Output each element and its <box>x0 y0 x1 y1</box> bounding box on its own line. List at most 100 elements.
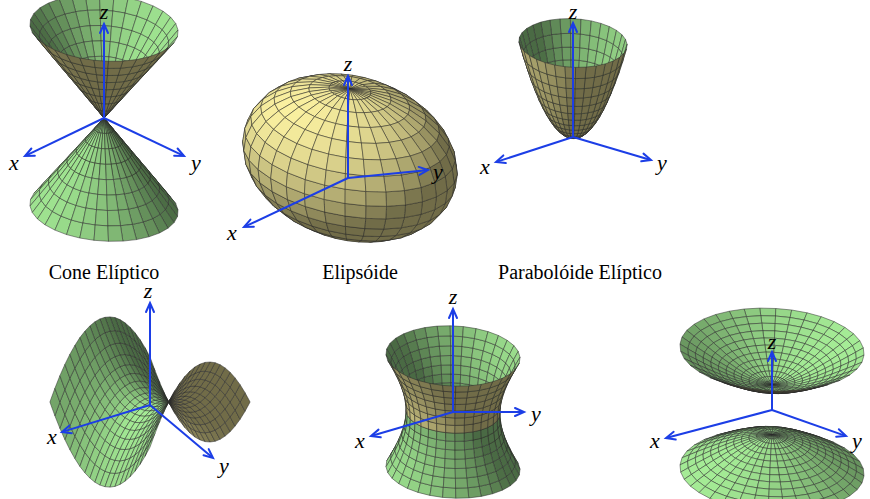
axis-arrowhead <box>204 449 213 458</box>
surface-patch <box>401 172 421 191</box>
surface-patch <box>582 97 591 106</box>
surface-patch <box>583 88 593 98</box>
axis-arrowhead <box>146 303 154 312</box>
surface-patch <box>537 59 548 74</box>
axis-line <box>103 26 105 118</box>
surface-patch <box>106 164 114 180</box>
surface-patch <box>106 82 116 89</box>
surface-patch <box>80 223 95 240</box>
surface-patch <box>366 192 387 207</box>
axis-line <box>64 405 150 431</box>
surface-patch <box>101 41 110 57</box>
surface-patch <box>350 89 364 100</box>
axis-arrowhead <box>62 426 72 434</box>
surface-patch <box>575 114 582 121</box>
axis-line <box>572 25 574 137</box>
surface-patch <box>86 193 98 210</box>
surface-patch <box>89 178 99 194</box>
surface-patch <box>98 179 107 195</box>
surface-patch <box>574 126 579 131</box>
surface-patch <box>384 175 405 192</box>
surface-patch <box>108 226 123 242</box>
surface-patch <box>185 367 195 380</box>
surface-patch <box>104 104 111 118</box>
surface-patch <box>105 149 111 165</box>
surface-patch <box>432 374 441 384</box>
surface-patch <box>99 164 106 180</box>
surface-patch <box>106 180 116 196</box>
surface-patch <box>365 218 386 229</box>
surface-patch <box>135 451 145 472</box>
surface-patch <box>104 118 106 133</box>
surface-patch <box>329 85 350 89</box>
surface-patch <box>574 130 579 134</box>
surface-patch <box>365 176 386 192</box>
axis-line <box>149 305 151 405</box>
surface-patch <box>579 48 588 62</box>
surface-patch <box>574 134 578 137</box>
surface-patch <box>581 105 589 113</box>
surface-patch <box>585 66 596 78</box>
axis-arrowhead <box>25 148 35 156</box>
surface-patch <box>363 159 383 176</box>
surface-patch <box>37 39 52 54</box>
surface-patch <box>105 104 109 111</box>
surface-patch <box>99 89 106 97</box>
surface-patch <box>584 77 594 88</box>
surface-patch <box>83 208 97 225</box>
surface-patch <box>575 67 586 79</box>
surface-patch <box>130 457 140 476</box>
axis-line <box>348 170 426 178</box>
surface-patch <box>562 47 571 60</box>
surface-patch <box>557 87 566 98</box>
surface-patch <box>556 76 566 88</box>
surface-patch <box>565 67 576 79</box>
axis-line <box>498 137 573 161</box>
surface-patch <box>97 75 108 83</box>
surface-patch <box>575 89 584 99</box>
surface-patch <box>366 206 387 219</box>
axis-arrowhead <box>496 155 506 163</box>
surface-patch <box>326 154 346 174</box>
surface-patch <box>560 105 568 114</box>
surface-patch <box>95 68 108 76</box>
surface-patch <box>107 195 118 211</box>
axis-arrowhead <box>244 220 254 227</box>
surface-patch <box>107 68 120 75</box>
axis-line <box>347 78 349 178</box>
surface-patch <box>180 371 190 386</box>
surface-patch <box>580 34 590 49</box>
axis-arrowhead <box>344 76 352 85</box>
surface-patch <box>107 210 120 226</box>
surface-patch <box>94 60 109 68</box>
axis-arrowhead <box>641 154 651 162</box>
surface-patch <box>345 189 366 206</box>
surface-patch <box>121 224 137 241</box>
surface-patch <box>353 100 364 113</box>
surface-patch <box>330 84 350 89</box>
axis-line <box>104 118 182 155</box>
surface-patch <box>580 19 591 35</box>
surface-patch <box>97 194 108 210</box>
surface-patch <box>363 229 383 237</box>
surface-patch <box>575 106 583 114</box>
axis-arrowhead <box>100 24 108 33</box>
axis-arrowhead <box>174 149 184 156</box>
surface-patch <box>386 191 406 207</box>
axis-line <box>246 178 348 226</box>
surface-patch <box>345 204 366 219</box>
surface-patch <box>98 82 107 90</box>
surface-patch <box>308 149 329 170</box>
surface-patch <box>140 443 150 465</box>
surface-patch <box>145 433 155 456</box>
surface-patch <box>350 89 367 99</box>
surface-patch <box>442 374 452 383</box>
surface-patch <box>575 78 585 89</box>
axis-line <box>150 405 211 457</box>
surface-patch <box>561 33 571 47</box>
axis-arrowhead <box>419 167 428 175</box>
surface-patch <box>107 75 118 82</box>
surface-patch <box>356 113 370 128</box>
surface-patch <box>545 63 556 77</box>
